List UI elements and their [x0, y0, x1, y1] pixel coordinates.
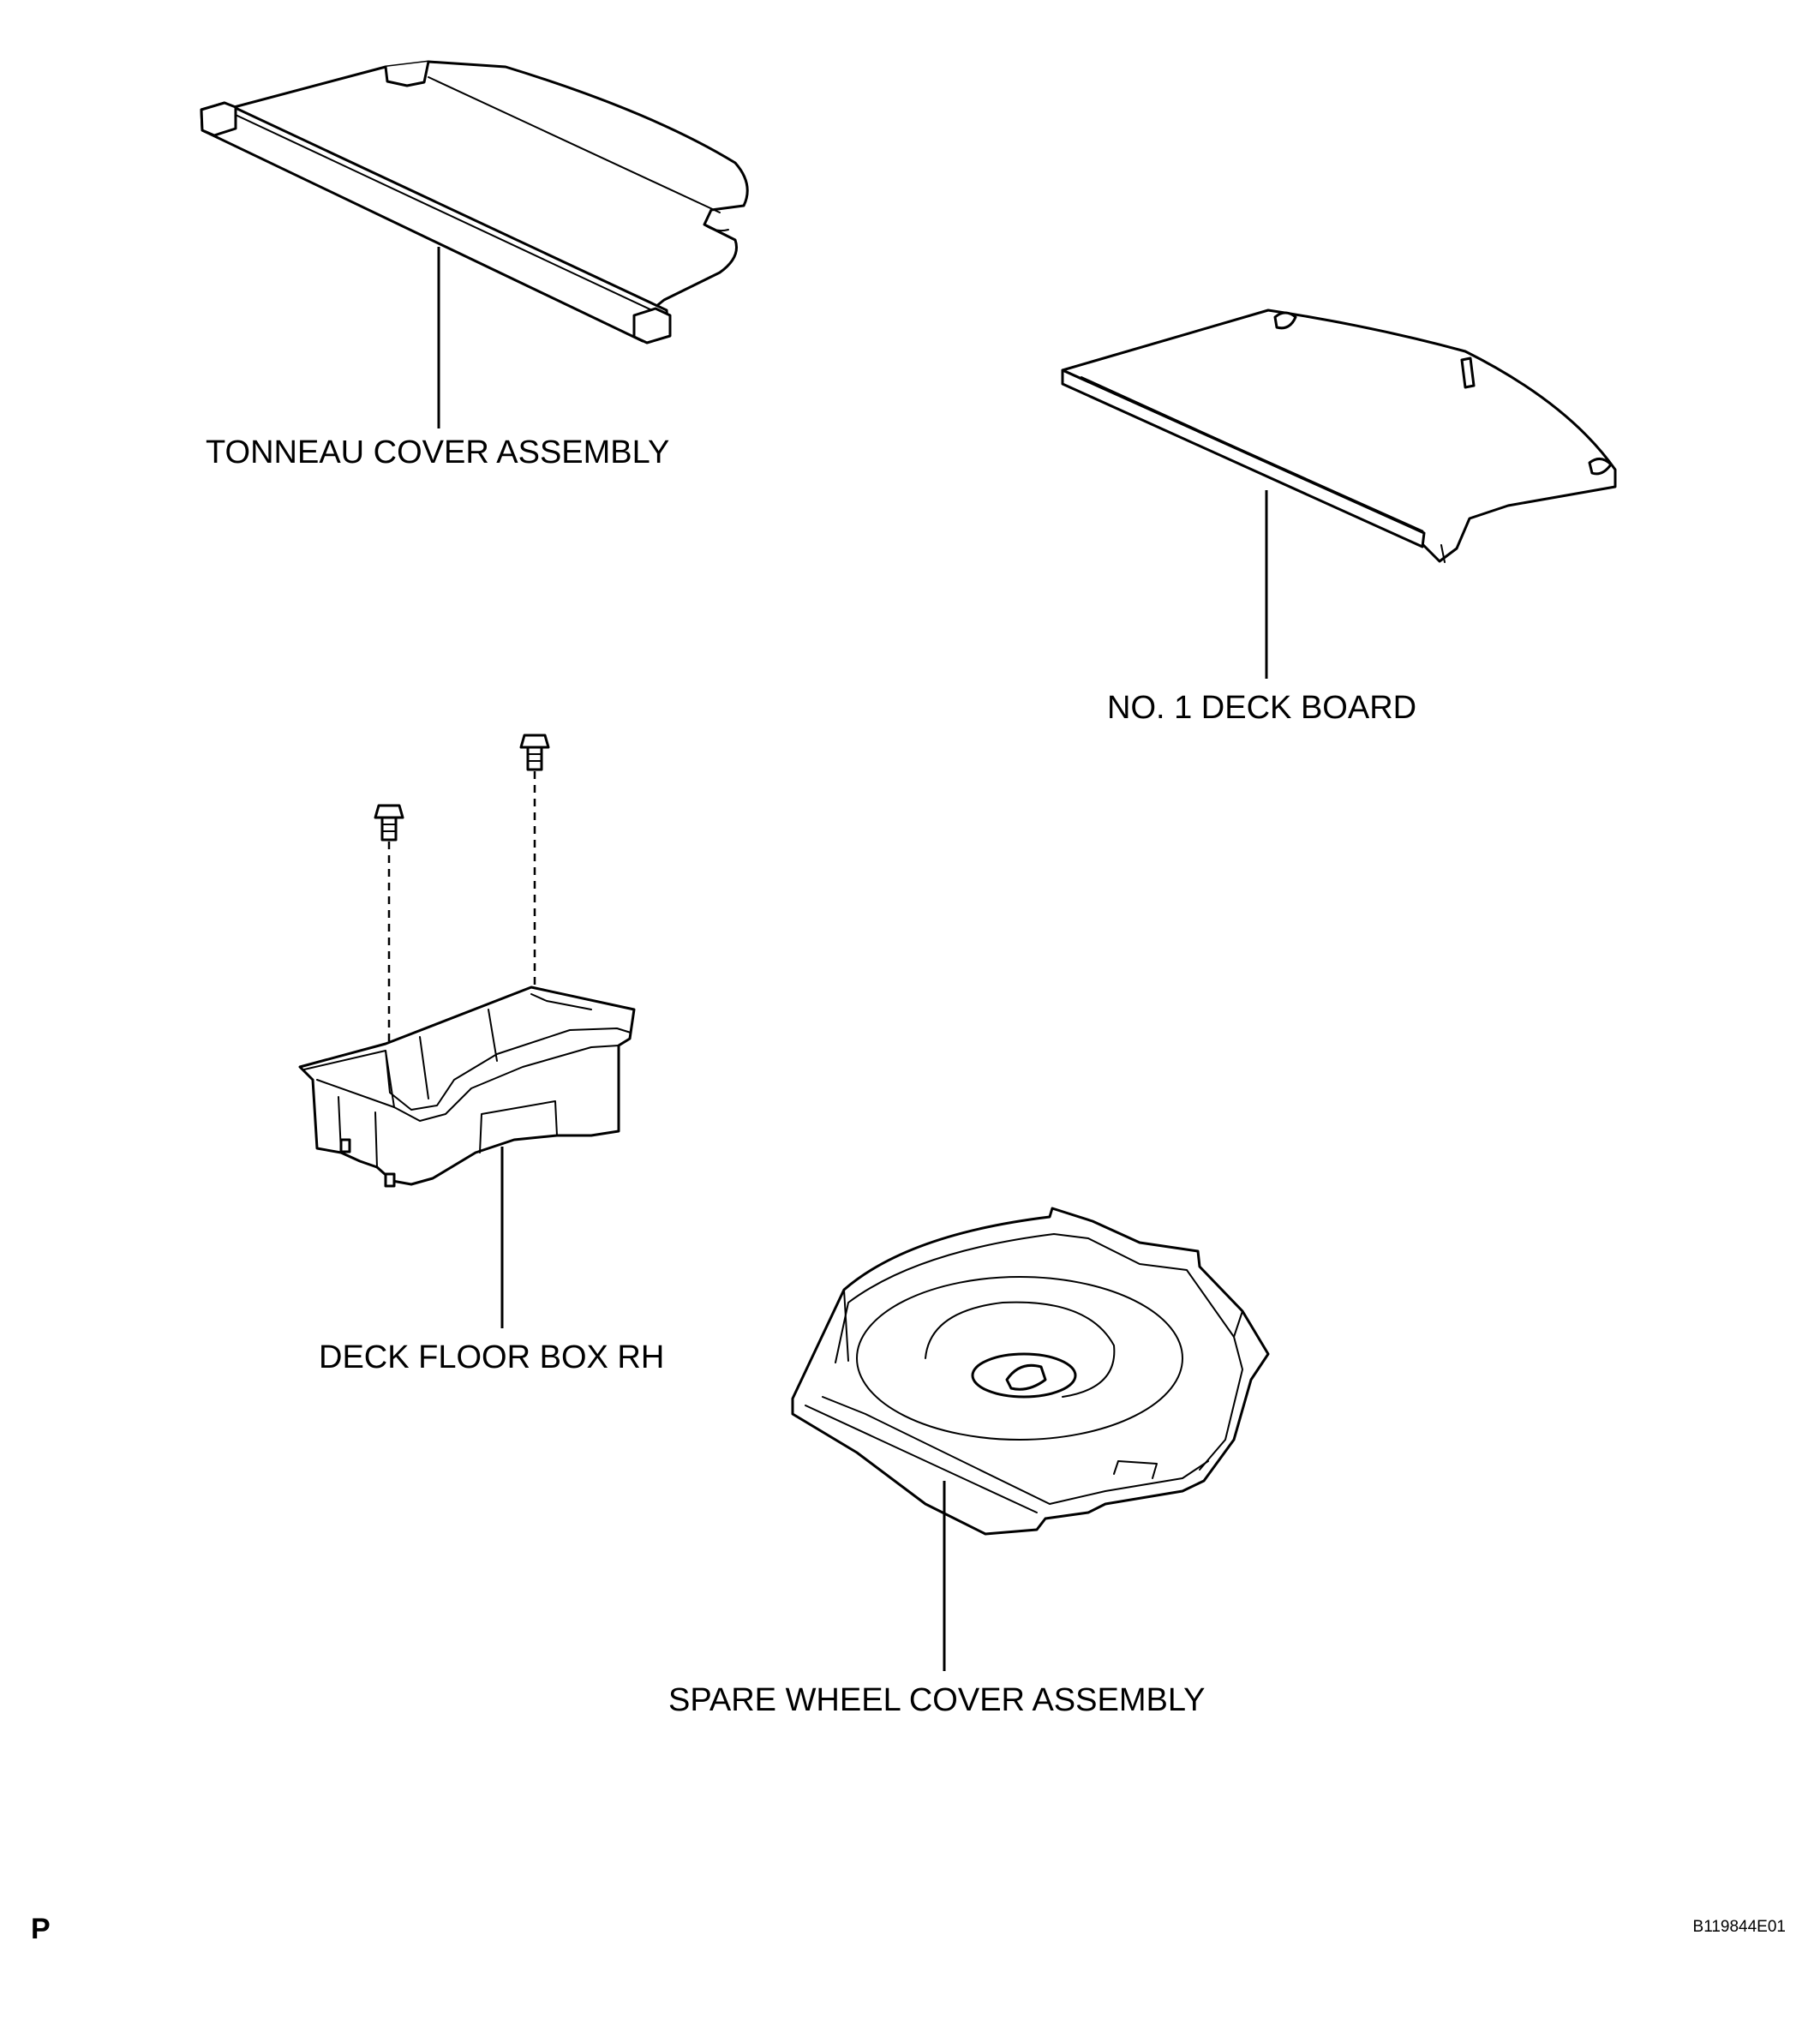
bolt-icon: [519, 734, 550, 771]
tonneau-cover-assembly-drawing: [200, 60, 749, 344]
spare-wheel-cover-label: SPARE WHEEL COVER ASSEMBLY: [668, 1682, 1205, 1718]
bolt-icon: [374, 804, 404, 842]
figure-id: B119844E01: [1693, 1918, 1786, 1936]
deck-board-label: NO. 1 DECK BOARD: [1107, 690, 1416, 726]
spare-wheel-cover-drawing: [791, 1207, 1270, 1536]
deck-board-drawing: [1061, 309, 1617, 563]
corner-mark: P: [31, 1913, 51, 1945]
tonneau-cover-label: TONNEAU COVER ASSEMBLY: [206, 434, 669, 470]
deck-floor-box-drawing: [298, 734, 636, 1188]
deck-floor-box-label: DECK FLOOR BOX RH: [319, 1339, 664, 1375]
